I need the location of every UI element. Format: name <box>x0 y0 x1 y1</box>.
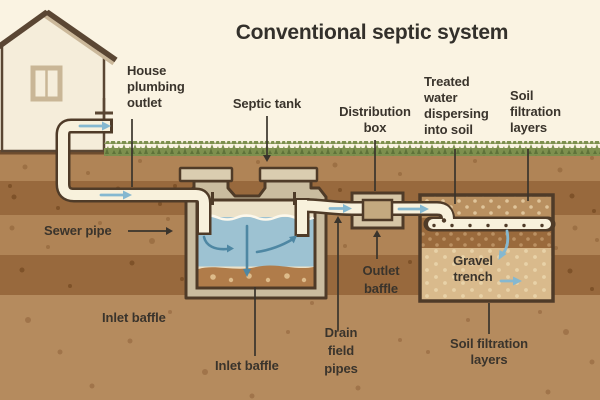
tank-sludge-layer <box>198 265 314 287</box>
house <box>0 9 118 153</box>
flow-arrows <box>78 121 522 286</box>
grass <box>104 141 600 156</box>
label-treated-water: Treated water dispersing into soil <box>424 74 489 138</box>
roof <box>0 9 118 63</box>
label-soil-filtration-bottom: Soil filtration layers <box>450 336 528 368</box>
label-gravel-trench: Gravel trench <box>453 253 493 285</box>
label-inlet-baffle-upper: Inlet baffle <box>102 310 166 325</box>
label-sewer-pipe: Sewer pipe <box>44 223 112 238</box>
soil-speckles <box>8 156 599 399</box>
inlet-baffle-bracket <box>211 192 214 205</box>
label-drain-field-pipes: Drain field pipes <box>324 325 358 377</box>
tank-lid-right <box>258 166 319 183</box>
tank-lid-left <box>178 166 234 183</box>
trench-border <box>418 193 555 303</box>
roof-fascia <box>43 14 115 66</box>
soil-band-bottom <box>0 295 600 400</box>
perforated-pipe-holes <box>432 218 544 228</box>
diagram-title: Conventional septic system <box>235 21 509 44</box>
distribution-box-inner <box>361 198 394 222</box>
pipe-end-curl <box>441 218 447 223</box>
label-leader-lines <box>128 116 529 356</box>
label-septic-tank: Septic tank <box>232 96 302 111</box>
label-inlet-baffle-lower: Inlet baffle <box>215 358 279 373</box>
label-house-plumbing-outlet: House plumbing outlet <box>127 63 185 111</box>
label-outlet-baffle: Outlet baffle <box>362 263 400 296</box>
label-distribution-box: Distribution box <box>339 104 411 136</box>
label-soil-filtration-top: Soil filtration layers <box>510 88 561 136</box>
tank-flow-arrows <box>202 224 297 277</box>
